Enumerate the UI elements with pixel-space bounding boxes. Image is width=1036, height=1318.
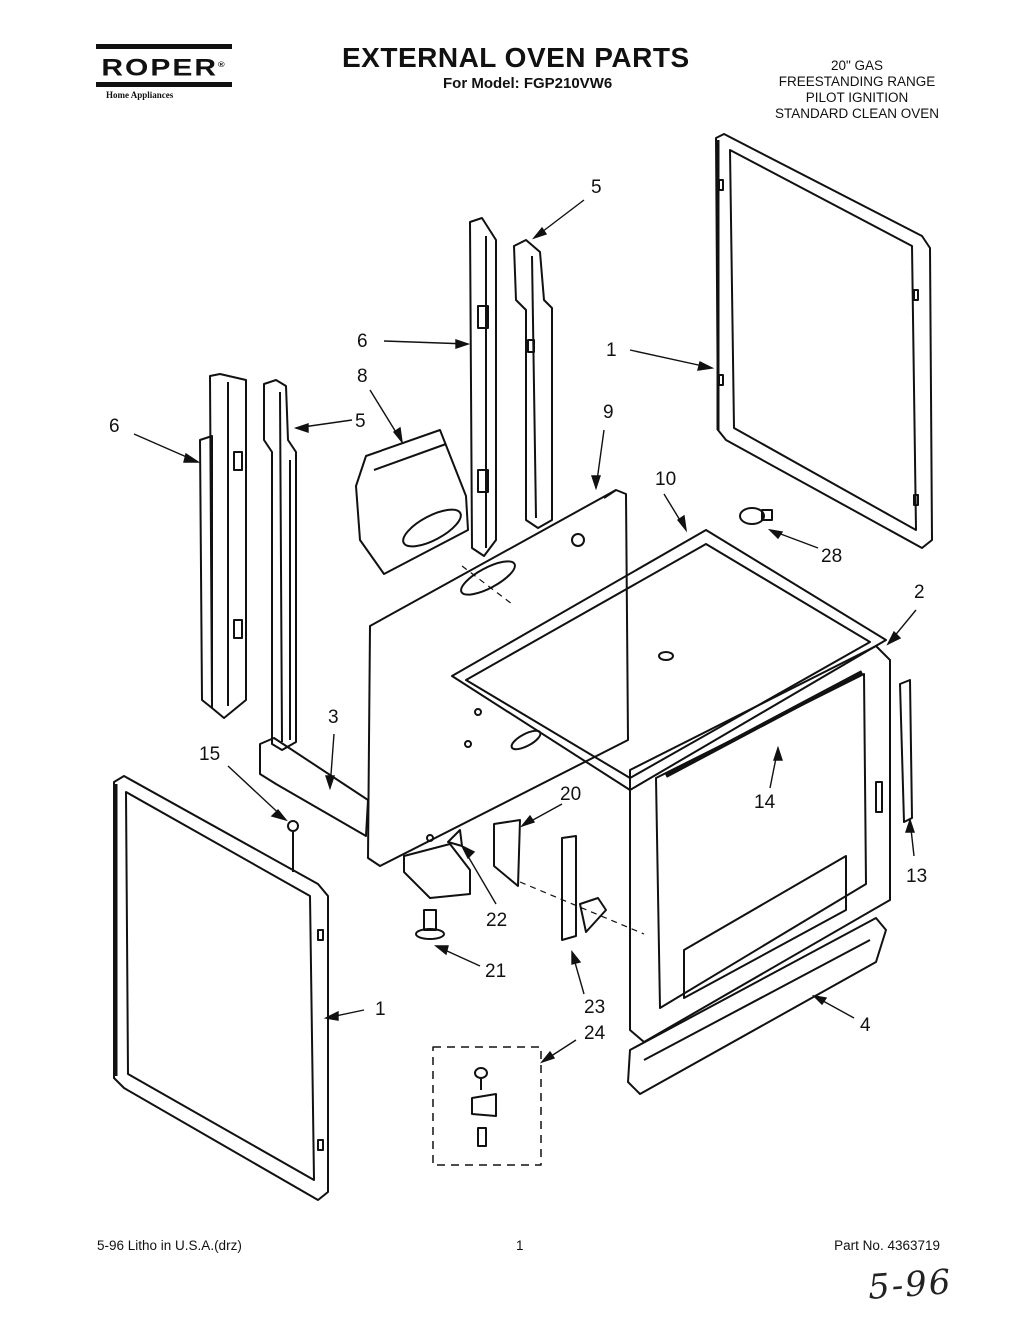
callout-21: 21 [485, 961, 506, 982]
roper-logo: ROPER® Home Appliances [96, 44, 232, 100]
base-rail [259, 737, 369, 837]
callout-6-center: 6 [357, 331, 368, 352]
trademark-mark: ® [218, 60, 227, 69]
page-number: 1 [516, 1238, 524, 1253]
callout-13: 13 [906, 866, 927, 887]
brand-name: ROPER [101, 54, 219, 82]
callout-4: 4 [860, 1015, 871, 1036]
side-panel-right [715, 133, 933, 549]
burner-shield [355, 429, 469, 575]
oven-bottom-plate [451, 529, 887, 791]
litho-note: 5-96 Litho in U.S.A.(drz) [97, 1238, 242, 1253]
callout-14: 14 [754, 792, 776, 813]
hardware-kit [432, 1046, 542, 1166]
bottom-rail [627, 917, 887, 1095]
callout-1-top: 1 [606, 340, 617, 361]
callout-2: 2 [914, 582, 925, 603]
logo-bottom-bar [96, 82, 232, 87]
model-subtitle: For Model: FGP210VW6 [443, 75, 613, 92]
burner-support [403, 843, 471, 899]
side-panel-left [113, 775, 329, 1201]
callout-6-left: 6 [109, 416, 120, 437]
brand-tagline: Home Appliances [106, 90, 174, 100]
screw [287, 820, 299, 872]
callout-9: 9 [603, 402, 614, 423]
logo-top-bar [96, 44, 232, 49]
spec-line: PILOT IGNITION [805, 90, 909, 105]
rail-center [513, 239, 553, 529]
callout-3: 3 [328, 707, 339, 728]
logo-wordmark: ROPER® [96, 53, 232, 81]
side-trim [899, 679, 913, 823]
callout-20: 20 [560, 784, 581, 805]
callout-5-left: 5 [355, 411, 366, 432]
callout-22: 22 [486, 910, 507, 931]
callout-8: 8 [357, 366, 368, 387]
hinge-bracket [561, 835, 607, 941]
callout-10: 10 [655, 469, 676, 490]
handwritten-date-note: 5-96 [866, 1262, 954, 1308]
rail-left [263, 379, 297, 751]
callout-5-top: 5 [591, 177, 602, 198]
leader-lines [133, 199, 917, 1064]
spec-line: FREESTANDING RANGE [778, 74, 936, 89]
orifice-fitting [739, 507, 773, 525]
callout-24: 24 [584, 1023, 606, 1044]
callout-28: 28 [821, 546, 842, 567]
callout-1-bottom: 1 [375, 999, 386, 1020]
callout-labels: 5 6 1 8 5 6 9 10 28 2 3 14 15 20 13 22 2… [109, 177, 927, 1044]
model-specs: 20" GAS FREESTANDING RANGE PILOT IGNITIO… [775, 58, 939, 122]
channel-center [469, 217, 497, 557]
oven-front-frame [629, 645, 891, 1043]
channel-left [199, 373, 247, 719]
baffle-plate [493, 819, 521, 887]
leveling-leg [415, 909, 445, 940]
callout-23: 23 [584, 997, 605, 1018]
spec-line: 20" GAS [830, 58, 884, 73]
spec-line: STANDARD CLEAN OVEN [774, 106, 939, 121]
page-title: EXTERNAL OVEN PARTS [342, 42, 690, 73]
clip [447, 829, 463, 847]
part-number: Part No. 4363719 [834, 1238, 940, 1253]
callout-15: 15 [199, 744, 220, 765]
